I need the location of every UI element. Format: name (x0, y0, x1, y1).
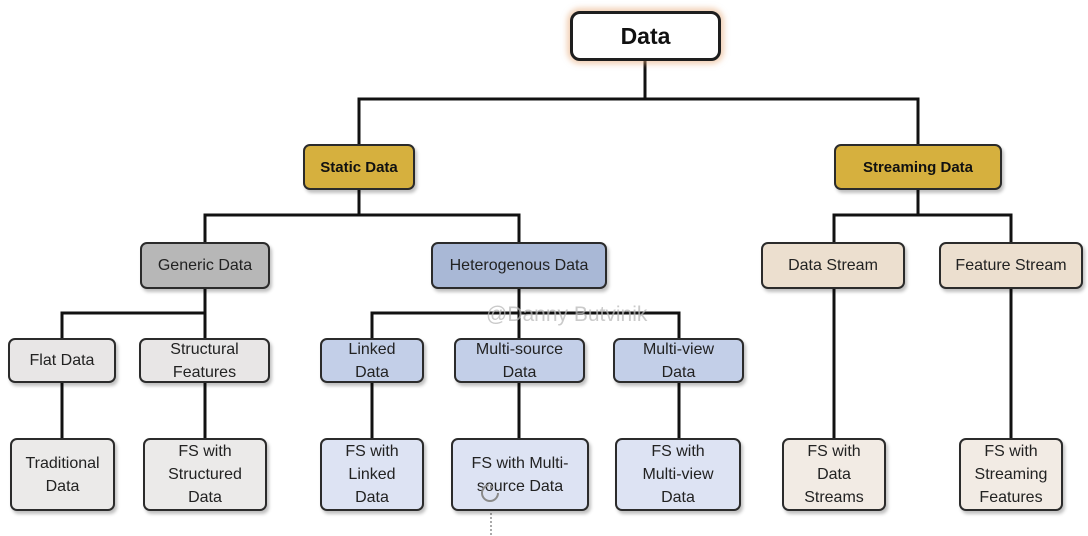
leaf-fs-streaming-features: FS with Streaming Features (959, 438, 1063, 511)
watermark: @Danny Butvinik (486, 303, 648, 326)
node-data-root: Data (570, 11, 721, 61)
loading-cursor-icon (481, 484, 499, 502)
leaf-fs-multi-view-data: FS with Multi-view Data (615, 438, 741, 511)
leaf-fs-linked-data: FS with Linked Data (320, 438, 424, 511)
node-heterogenous-data: Heterogenous Data (431, 242, 607, 289)
leaf-fs-structured-data: FS with Structured Data (143, 438, 267, 511)
node-feature-stream: Feature Stream (939, 242, 1083, 289)
node-data-stream: Data Stream (761, 242, 905, 289)
node-flat-data: Flat Data (8, 338, 116, 383)
leaf-traditional-data: Traditional Data (10, 438, 115, 511)
node-generic-data: Generic Data (140, 242, 270, 289)
node-multi-source-data: Multi-source Data (454, 338, 585, 383)
node-linked-data: Linked Data (320, 338, 424, 383)
node-static-data: Static Data (303, 144, 415, 190)
node-structural-features: Structural Features (139, 338, 270, 383)
leaf-fs-multi-source-data: FS with Multi-source Data (451, 438, 589, 511)
node-streaming-data: Streaming Data (834, 144, 1002, 190)
node-multi-view-data: Multi-view Data (613, 338, 744, 383)
leaf-fs-data-streams: FS with Data Streams (782, 438, 886, 511)
